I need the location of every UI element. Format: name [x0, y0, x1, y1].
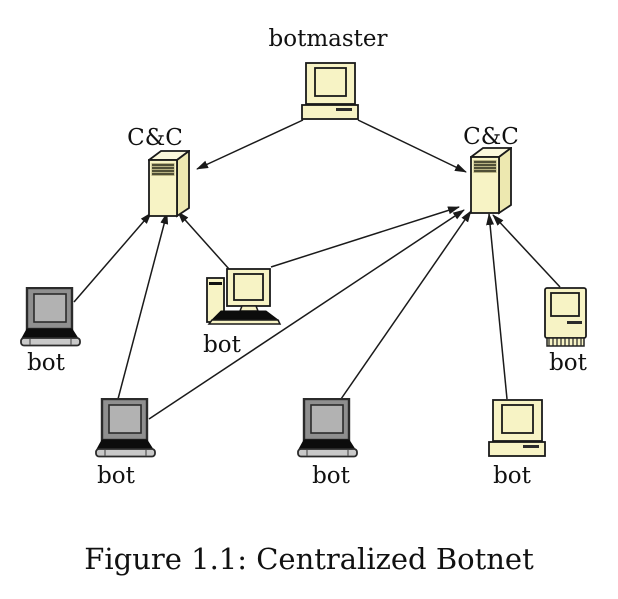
edge-bot-5-to-cc-right — [340, 210, 472, 400]
server-icon — [148, 150, 190, 218]
node-bot-5 — [297, 398, 359, 458]
node-label-cc-right: C&C — [463, 124, 519, 150]
desktop-computer-icon — [488, 399, 546, 457]
node-cc-left — [148, 150, 190, 218]
edge-bot-2-to-cc-right — [270, 206, 460, 268]
laptop-icon — [95, 398, 156, 458]
node-label-botmaster: botmaster — [268, 26, 388, 52]
node-bot-1 — [20, 287, 82, 347]
edge-bot-6-to-cc-right — [486, 213, 508, 400]
mac-computer-icon — [544, 287, 587, 347]
laptop-icon — [20, 287, 81, 347]
edge-bot-2-to-cc-left — [177, 211, 230, 270]
node-label-bot-1: bot — [27, 350, 65, 376]
tower-desktop-icon — [206, 268, 282, 325]
node-bot-2 — [206, 267, 284, 325]
figure-caption: Figure 1.1: Centralized Botnet — [84, 542, 534, 576]
edge-bot-4-to-cc-left — [117, 212, 169, 400]
node-botmaster — [301, 62, 359, 120]
edge-bot-1-to-cc-left — [73, 212, 152, 303]
edge-bot-4-to-cc-right — [148, 209, 465, 420]
node-label-bot-2: bot — [203, 332, 241, 358]
desktop-computer-icon — [301, 62, 359, 120]
edge-bot-3-to-cc-right — [492, 214, 561, 288]
server-icon — [470, 147, 512, 215]
node-label-cc-left: C&C — [127, 125, 183, 151]
edge-botmaster-to-cc-right — [357, 119, 467, 173]
node-label-bot-6: bot — [493, 463, 531, 489]
node-bot-6 — [488, 399, 546, 457]
node-bot-3 — [544, 287, 588, 347]
node-label-bot-3: bot — [549, 350, 587, 376]
node-bot-4 — [95, 398, 157, 458]
laptop-icon — [297, 398, 358, 458]
edge-botmaster-to-cc-left — [196, 119, 304, 170]
node-cc-right — [470, 147, 512, 215]
node-label-bot-4: bot — [97, 463, 135, 489]
node-label-bot-5: bot — [312, 463, 350, 489]
